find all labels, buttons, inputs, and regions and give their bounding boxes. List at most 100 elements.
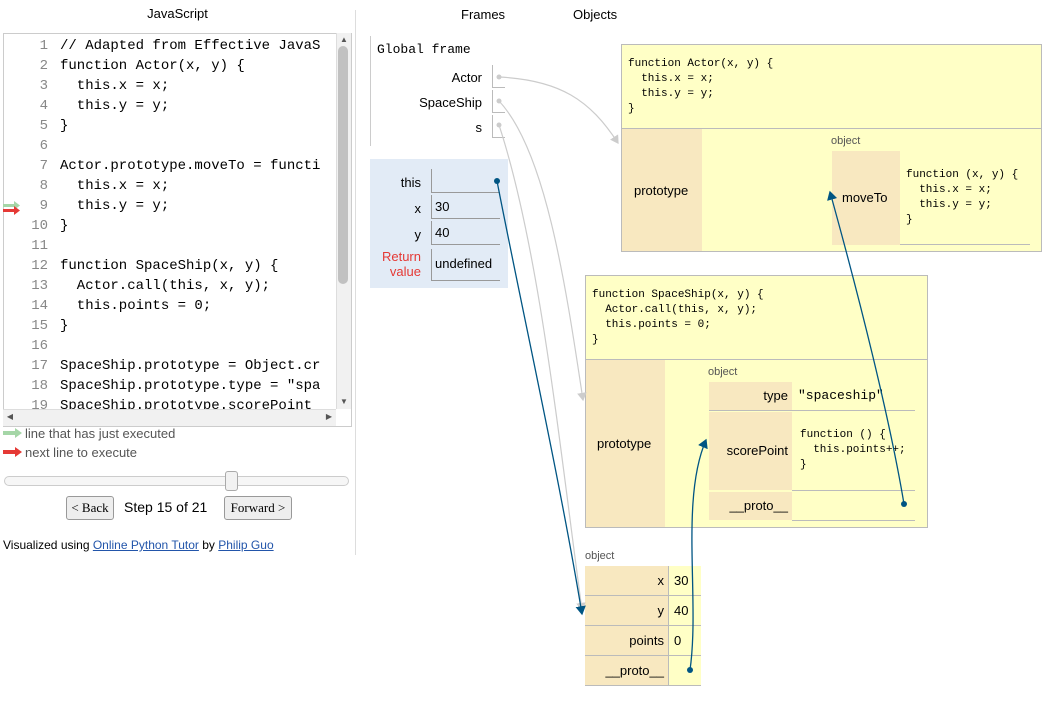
instance-field-y-value: 40 (674, 603, 689, 618)
return-label-line1: Return (381, 249, 421, 264)
code-line: 3 this.x = x; (4, 76, 339, 96)
moveTo-label: moveTo (842, 190, 888, 205)
line-text: this.x = x; (60, 78, 170, 94)
spaceship-pointer-arrow (498, 100, 587, 402)
scorePoint-function-code: function () { this.points++; } (800, 429, 906, 471)
return-value: undefined (431, 249, 500, 281)
spaceship-proto-key-cell (709, 492, 792, 520)
code-line: 6 (4, 136, 339, 156)
footer-by: by (198, 538, 219, 552)
active-stack-frame: this x 30 y 40 Return value undefined (370, 159, 508, 288)
scroll-left-icon[interactable]: ◀ (6, 412, 14, 421)
code-line: 11 (4, 236, 339, 256)
instance-key-column (585, 566, 668, 686)
moveTo-function-code: function (x, y) { this.x = x; this.y = y… (906, 169, 1019, 226)
scorePoint-label: scorePoint (726, 443, 788, 458)
code-line: 18 SpaceShip.prototype.type = "spa (4, 376, 339, 396)
instance-field-points-value: 0 (674, 633, 682, 648)
code-line: 4 this.y = y; (4, 96, 339, 116)
line-text: SpaceShip.prototype.type = "spa (60, 378, 321, 394)
actor-function-object: function Actor(x, y) { this.x = x; this.… (621, 44, 1042, 252)
global-var-s-pointer (492, 115, 505, 138)
spaceship-proto-label: __proto__ (729, 498, 788, 513)
actor-function-code: function Actor(x, y) { this.x = x; this.… (628, 58, 774, 115)
online-python-tutor-link[interactable]: Online Python Tutor (92, 538, 199, 552)
actor-prototype-label: prototype (634, 183, 689, 198)
step-slider-handle[interactable] (225, 471, 238, 491)
code-horizontal-scrollbar[interactable] (3, 409, 336, 426)
global-var-spaceship-pointer (492, 90, 505, 113)
line-text: SpaceShip.prototype = Object.cr (60, 358, 321, 374)
global-frame-title: Global frame (377, 42, 471, 57)
line-text: // Adapted from Effective JavaS (60, 38, 321, 54)
frame-var-this-value (431, 169, 500, 193)
code-line: 12 function SpaceShip(x, y) { (4, 256, 339, 276)
code-line: 15} (4, 316, 339, 336)
line-text: this.points = 0; (60, 298, 212, 314)
line-number: 7 (39, 158, 48, 174)
spaceship-function-object: function SpaceShip(x, y) { Actor.call(th… (585, 275, 928, 528)
global-frame: Global frame Actor SpaceShip s (370, 36, 506, 146)
global-var-s: s (475, 120, 483, 135)
line-text: this.y = y; (60, 198, 170, 214)
back-button[interactable]: < Back (66, 496, 114, 520)
global-var-actor-pointer (492, 65, 505, 88)
line-text: this.x = x; (60, 178, 170, 194)
line-number: 14 (31, 298, 48, 314)
line-text: } (60, 218, 69, 234)
footer-prefix: Visualized using (3, 538, 93, 552)
actor-prototype-cell (622, 129, 702, 251)
line-number: 18 (31, 378, 48, 394)
spaceship-function-code: function SpaceShip(x, y) { Actor.call(th… (592, 289, 764, 346)
instance-field-proto: __proto__ (605, 663, 664, 678)
footer-credit: Visualized using Online Python Tutor by … (3, 538, 274, 552)
global-var-spaceship: SpaceShip (419, 95, 482, 110)
panel-divider (355, 10, 356, 555)
legend-just-executed: line that has just executed (25, 426, 176, 441)
actor-proto-object-label: object (831, 135, 861, 147)
frame-var-x-value: 30 (431, 195, 500, 219)
next-line-arrow-icon (3, 206, 20, 215)
scroll-up-icon[interactable]: ▲ (340, 35, 348, 44)
code-line: 10} (4, 216, 339, 236)
frame-var-y: y (414, 227, 422, 242)
line-number: 17 (31, 358, 48, 374)
language-title: JavaScript (147, 6, 208, 21)
line-number: 8 (39, 178, 48, 194)
frame-var-x: x (414, 201, 422, 216)
type-key-cell (709, 382, 792, 410)
legend-green-arrow-icon (3, 428, 22, 438)
philip-guo-link[interactable]: Philip Guo (218, 538, 274, 552)
code-line: 13 Actor.call(this, x, y); (4, 276, 339, 296)
line-text: this.y = y; (60, 98, 170, 114)
step-slider[interactable] (4, 476, 349, 486)
instance-object-label: object (585, 550, 615, 562)
line-number: 15 (31, 318, 48, 334)
scroll-down-icon[interactable]: ▼ (340, 397, 348, 406)
this-pointer-arrow (496, 180, 586, 616)
line-number: 6 (39, 138, 48, 154)
line-number: 12 (31, 258, 48, 274)
spaceship-prototype-label: prototype (597, 436, 652, 451)
code-line: 16 (4, 336, 339, 356)
line-number: 9 (39, 198, 48, 214)
code-line: 8 this.x = x; (4, 176, 339, 196)
legend-next-line: next line to execute (25, 445, 138, 460)
code-line: 17 SpaceShip.prototype = Object.cr (4, 356, 339, 376)
return-value-label: Return value (370, 249, 421, 279)
line-number: 4 (39, 98, 48, 114)
s-pointer-arrow (498, 124, 586, 612)
forward-button[interactable]: Forward > (224, 496, 292, 520)
code-scroll-thumb[interactable] (338, 46, 348, 284)
line-text: function SpaceShip(x, y) { (60, 258, 279, 274)
code-line: 5} (4, 116, 339, 136)
frame-var-y-value: 40 (431, 221, 500, 245)
instance-field-x-value: 30 (674, 573, 689, 588)
code-line: 9 this.y = y; (4, 196, 339, 216)
scroll-right-icon[interactable]: ▶ (325, 412, 333, 421)
step-counter: Step 15 of 21 (124, 499, 208, 515)
line-number: 11 (31, 238, 48, 254)
execution-arrows (3, 201, 20, 215)
